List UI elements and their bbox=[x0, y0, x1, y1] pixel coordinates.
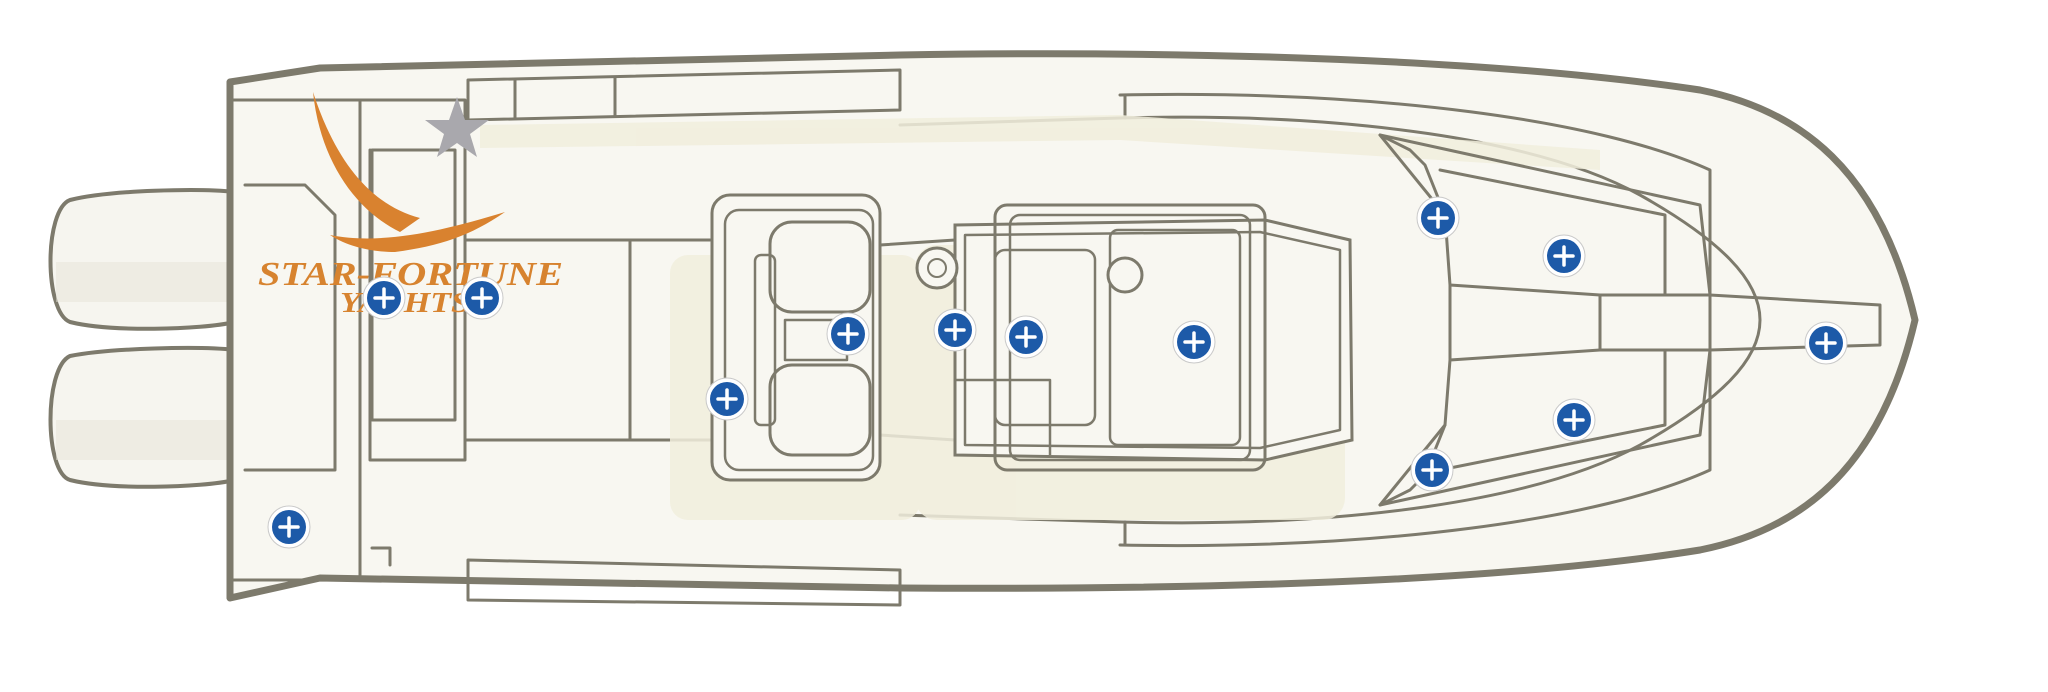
logo-line-2: YACHTS bbox=[340, 288, 470, 319]
plus-icon bbox=[1563, 409, 1585, 431]
plus-icon bbox=[1815, 332, 1837, 354]
plus-icon bbox=[1421, 459, 1443, 481]
center-console bbox=[915, 203, 1354, 472]
hotspot-transom-right[interactable] bbox=[460, 276, 504, 320]
logo-sail bbox=[313, 92, 420, 232]
plus-icon bbox=[837, 323, 859, 345]
plus-icon bbox=[471, 287, 493, 309]
hotspot-stern-corner[interactable] bbox=[267, 505, 311, 549]
hotspot-bow-entry-starboard[interactable] bbox=[1410, 448, 1454, 492]
hotspot-group bbox=[267, 196, 1848, 549]
logo-sail-lower bbox=[330, 212, 505, 252]
hotspot-helm-wheel[interactable] bbox=[933, 308, 977, 352]
hotspot-leaning-post[interactable] bbox=[826, 312, 870, 356]
hotspot-bow[interactable] bbox=[1804, 321, 1848, 365]
hotspot-console-forward[interactable] bbox=[1172, 320, 1216, 364]
hotspot-bow-seat-starboard[interactable] bbox=[1552, 398, 1596, 442]
plus-icon bbox=[1015, 326, 1037, 348]
hotspot-transom-left[interactable] bbox=[362, 276, 406, 320]
plus-icon bbox=[716, 388, 738, 410]
plus-icon bbox=[944, 319, 966, 341]
plus-icon bbox=[1427, 207, 1449, 229]
plus-icon bbox=[373, 287, 395, 309]
hotspot-bow-entry-port[interactable] bbox=[1416, 196, 1460, 240]
hotspot-bow-seat-port[interactable] bbox=[1542, 234, 1586, 278]
plus-icon bbox=[1183, 331, 1205, 353]
hotspot-console-center[interactable] bbox=[1004, 315, 1048, 359]
leaning-post bbox=[710, 193, 882, 482]
logo-star bbox=[425, 97, 489, 157]
plus-icon bbox=[278, 516, 300, 538]
hotspot-cockpit-side[interactable] bbox=[705, 377, 749, 421]
brand-logo: STAR-FORTUNE YACHTS bbox=[258, 92, 563, 319]
logo-line-1: STAR-FORTUNE bbox=[258, 256, 563, 293]
plus-icon bbox=[1553, 245, 1575, 267]
